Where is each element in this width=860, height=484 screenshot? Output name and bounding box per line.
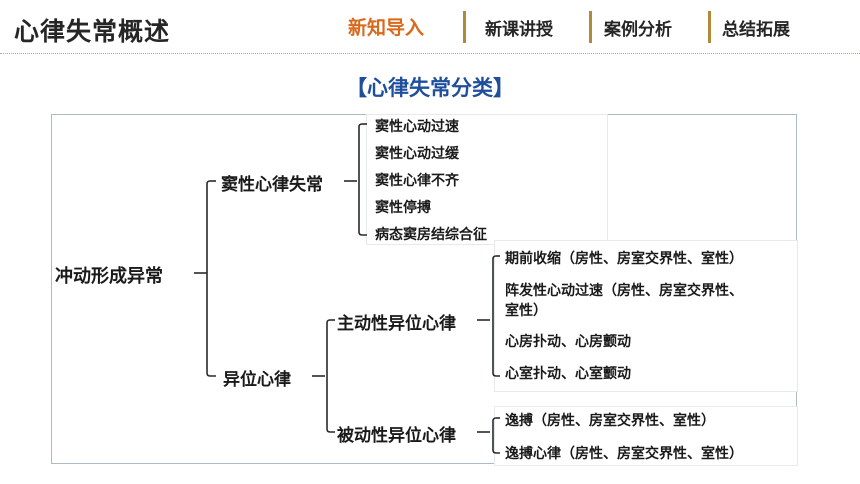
header-divider — [0, 53, 860, 54]
list-item: 窦性心动过缓 — [375, 146, 459, 162]
list-item: 窦性停搏 — [375, 200, 431, 216]
sinus-list-box — [366, 114, 608, 245]
list-item: 逸搏（房性、房室交界性、室性） — [505, 413, 715, 429]
active-list-box — [494, 240, 798, 392]
ectopic-node: 异位心律 — [223, 370, 291, 390]
list-item: 逸搏心律（房性、房室交界性、室性） — [505, 446, 743, 462]
page-title: 心律失常概述 — [14, 17, 171, 46]
nav-tab-case[interactable]: 案例分析 — [604, 20, 672, 40]
nav-separator — [463, 11, 466, 43]
list-item: 窦性心动过速 — [375, 119, 459, 135]
passive-ectopic-node: 被动性异位心律 — [337, 426, 456, 446]
list-item: 期前收缩（房性、房室交界性、室性） — [505, 251, 743, 267]
list-item: 室性） — [505, 303, 547, 319]
list-item: 窦性心律不齐 — [375, 173, 459, 189]
nav-tab-summary[interactable]: 总结拓展 — [722, 20, 790, 40]
list-item: 心室扑动、心室颤动 — [505, 366, 631, 382]
sinus-node: 窦性心律失常 — [221, 175, 323, 195]
list-item: 心房扑动、心房颤动 — [505, 334, 631, 350]
list-item: 阵发性心动过速（房性、房室交界性、 — [505, 283, 743, 299]
nav-separator — [708, 11, 711, 43]
active-ectopic-node: 主动性异位心律 — [337, 314, 456, 334]
nav-separator — [589, 11, 592, 43]
nav-tab-intro[interactable]: 新知导入 — [348, 17, 425, 39]
root-node: 冲动形成异常 — [55, 266, 163, 287]
passive-list-box — [494, 406, 798, 466]
nav-tab-lecture[interactable]: 新课讲授 — [485, 20, 553, 40]
list-item: 病态窦房结综合征 — [375, 227, 487, 243]
section-title: 【心律失常分类】 — [346, 76, 514, 100]
